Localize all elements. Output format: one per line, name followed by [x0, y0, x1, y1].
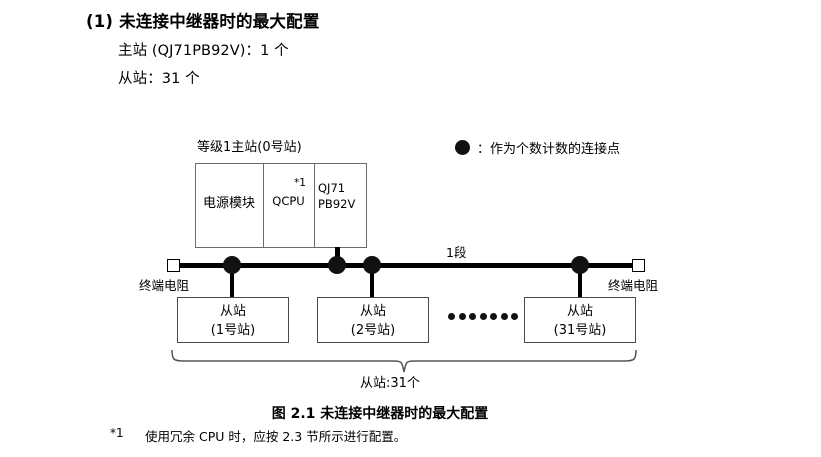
slave-station-box: 从站 (1号站) [177, 297, 289, 343]
pb92v-label-line2: PB92V [318, 197, 356, 211]
slave-name: 从站 [359, 304, 386, 319]
section-number: (1) [86, 12, 114, 31]
slave31-drop-line [578, 265, 582, 297]
figure-caption: 图 2.1 未连接中继器时的最大配置 [271, 406, 489, 422]
footnote-mark: *1 [110, 426, 124, 440]
slave1-drop-line [230, 265, 234, 297]
filled-circle-icon [455, 140, 470, 155]
legend: ：作为个数计数的连接点 [455, 138, 620, 157]
connection-point-icon [571, 256, 589, 274]
module-divider-2 [314, 163, 315, 248]
master-station-caption: 等级1主站(0号站) [197, 140, 302, 155]
module-divider-1 [263, 163, 264, 248]
slave-count-line: 从站：31 个 [118, 71, 200, 87]
slave-name: 从站 [219, 304, 246, 319]
terminating-resistor-left-label: 终端电阻 [139, 278, 190, 293]
slave-station-number: (31号站) [553, 322, 607, 338]
terminating-resistor-right-label: 终端电阻 [608, 278, 659, 293]
slave2-drop-line [370, 265, 374, 297]
pb92v-label-line1: QJ71 [318, 181, 346, 195]
connection-point-icon [223, 256, 241, 274]
slave-group-brace [171, 349, 637, 373]
master-module-frame [195, 163, 367, 248]
slave-station-box: 从站 (2号站) [317, 297, 429, 343]
qcpu-footnote-mark: *1 [294, 177, 306, 189]
connection-point-icon [328, 256, 346, 274]
terminating-resistor-right-icon [632, 259, 645, 272]
slave-station-number: (2号站) [350, 322, 396, 338]
segment-label: 1段 [446, 245, 467, 260]
terminating-resistor-left-icon [167, 259, 180, 272]
footnote-text: 使用冗余 CPU 时，应按 2.3 节所示进行配置。 [145, 429, 407, 444]
slave-name: 从站 [566, 304, 593, 319]
section-heading-text: 未连接中继器时的最大配置 [119, 12, 320, 31]
master-count-line: 主站 (QJ71PB92V)：1 个 [118, 43, 289, 59]
connection-point-icon [363, 256, 381, 274]
legend-label: ：作为个数计数的连接点 [477, 142, 621, 157]
section-title: (1) 未连接中继器时的最大配置 [86, 8, 320, 32]
bus-trunk-line [172, 263, 640, 268]
slave-station-number: (1号站) [210, 322, 256, 338]
power-module-label: 电源模块 [202, 196, 255, 211]
slave-group-label: 从站:31个 [360, 376, 420, 391]
slave-station-box: 从站 (31号站) [524, 297, 636, 343]
qcpu-label: QCPU [272, 194, 305, 208]
ellipsis-dots [448, 313, 518, 320]
